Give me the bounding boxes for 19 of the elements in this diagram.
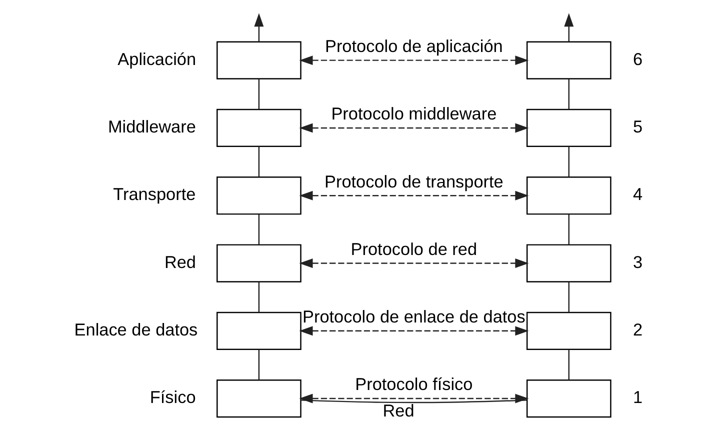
node-label: 5: [632, 116, 642, 136]
edge-label: Red: [382, 400, 414, 420]
edge-label: Protocolo de aplicación: [324, 35, 502, 56]
edge-label: Protocolo de transporte: [324, 170, 503, 191]
node-label: 3: [632, 251, 642, 272]
node-label: Enlace de datos: [74, 318, 198, 339]
node-label: 6: [632, 48, 642, 68]
node-label: 1: [632, 386, 642, 407]
node-label: 2: [632, 318, 642, 339]
node-label: Red: [164, 251, 196, 272]
node-label: Middleware: [107, 116, 196, 136]
node-label: 4: [632, 184, 642, 204]
edge-label: Protocolo middleware: [330, 103, 496, 124]
node-label: Aplicación: [117, 48, 196, 68]
edge-label: Protocolo de red: [350, 238, 477, 258]
edge-label: Protocolo físico: [354, 374, 472, 394]
node-label: Físico: [149, 386, 196, 407]
edge-label: Protocolo de enlace de datos: [302, 306, 525, 326]
node-label: Transporte: [112, 184, 196, 204]
